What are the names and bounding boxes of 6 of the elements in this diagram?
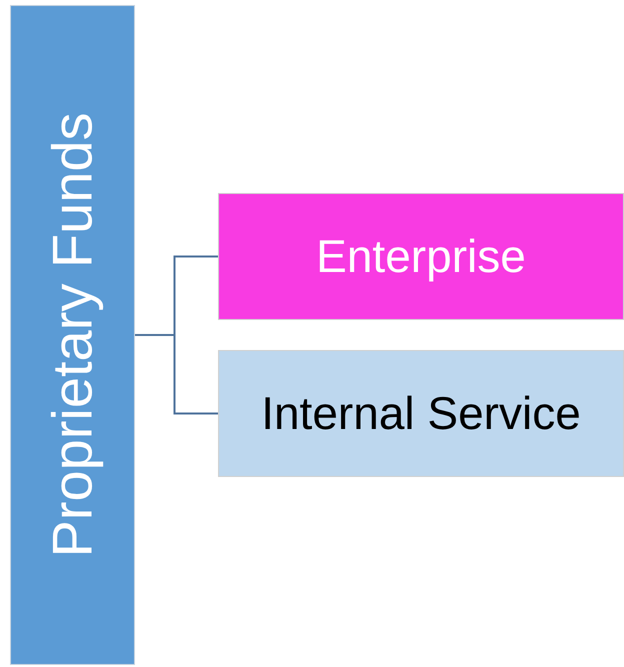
process-box <box>218 350 624 477</box>
box-label: Internal Service <box>261 386 581 441</box>
box-label: Enterprise <box>316 228 526 284</box>
connector-line <box>135 334 218 414</box>
process-box <box>218 193 624 320</box>
process-box <box>10 5 135 665</box>
